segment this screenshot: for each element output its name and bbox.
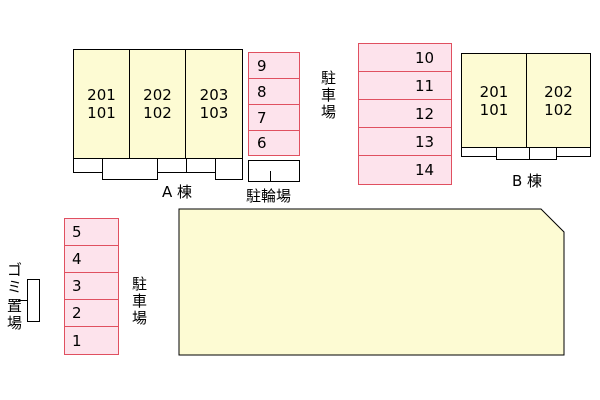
garbage-label: ゴ ミ 置 場: [6, 262, 23, 332]
building-b-unit-1[interactable]: 201 101: [461, 53, 527, 148]
building-b-entrance-4: [556, 147, 591, 157]
unit-lower-number: 102: [544, 100, 573, 119]
building-a-entrance-5: [215, 158, 243, 180]
unit-upper-number: 203: [199, 86, 229, 104]
parking-slot-11[interactable]: 11: [359, 72, 451, 100]
unit-lower-number: 101: [87, 104, 116, 122]
parking-slot-8[interactable]: 8: [249, 79, 299, 105]
parking-slot-14[interactable]: 14: [359, 156, 451, 184]
slot-number: 5: [72, 223, 82, 241]
label-char: 駐: [131, 275, 147, 293]
slot-number: 13: [415, 132, 435, 151]
parking-small-label: 駐 車 場: [320, 70, 337, 121]
parking-slot-9[interactable]: 9: [249, 53, 299, 79]
parking-slot-13[interactable]: 13: [359, 128, 451, 156]
parking-left-label: 駐 車 場: [131, 276, 148, 327]
slot-number: 3: [72, 277, 82, 295]
bicycle-parking-label: 駐輪場: [246, 187, 292, 205]
slot-number: 4: [72, 250, 82, 268]
parking-slot-3[interactable]: 3: [65, 273, 118, 300]
unit-upper-number: 201: [479, 82, 509, 101]
parking-slot-10[interactable]: 10: [359, 44, 451, 72]
parking-slot-6[interactable]: 6: [249, 131, 299, 155]
unit-upper-number: 202: [544, 82, 573, 101]
label-char: 場: [6, 314, 22, 332]
slot-number: 10: [415, 48, 435, 67]
parking-slot-1[interactable]: 1: [65, 327, 118, 354]
label-char: ミ: [6, 278, 22, 296]
slot-number: 11: [415, 76, 435, 95]
label-char: 場: [320, 103, 336, 121]
slot-number: 1: [72, 331, 82, 350]
bicycle-parking-divider: [270, 171, 271, 182]
garbage-pointer-line: [18, 300, 28, 301]
unit-lower-number: 103: [199, 104, 229, 122]
parking-small: 9 8 7 6: [248, 52, 300, 156]
parking-slot-7[interactable]: 7: [249, 105, 299, 131]
building-b-label: B 棟: [512, 172, 543, 190]
parking-middle: 10 11 12 13 14: [358, 43, 452, 185]
slot-number: 12: [415, 104, 435, 123]
unit-lower-number: 101: [479, 100, 509, 119]
building-a-unit-3[interactable]: 203 103: [185, 49, 243, 159]
label-char: 車: [131, 292, 147, 310]
label-char: 車: [320, 86, 336, 104]
central-lot: [178, 208, 565, 356]
label-char: ゴ: [6, 261, 22, 279]
slot-number: 8: [257, 82, 267, 101]
building-b-unit-2[interactable]: 202 102: [526, 53, 591, 148]
parking-left: 5 4 3 2 1: [64, 218, 119, 355]
unit-upper-number: 202: [143, 86, 172, 104]
unit-lower-number: 102: [143, 104, 172, 122]
bicycle-parking[interactable]: [248, 160, 300, 182]
slot-number: 9: [257, 56, 267, 75]
parking-slot-5[interactable]: 5: [65, 219, 118, 246]
slot-number: 6: [257, 134, 267, 152]
slot-number: 14: [415, 161, 435, 179]
label-char: 場: [131, 309, 147, 327]
building-b: 201 101 202 102: [461, 53, 591, 148]
parking-slot-2[interactable]: 2: [65, 300, 118, 327]
building-a-label: A 棟: [162, 183, 193, 201]
slot-number: 7: [257, 108, 267, 127]
building-a-unit-1[interactable]: 201 101: [73, 49, 130, 159]
building-a: 201 101 202 102 203 103: [73, 49, 243, 159]
parking-slot-4[interactable]: 4: [65, 246, 118, 273]
unit-upper-number: 201: [87, 86, 116, 104]
label-char: 駐: [320, 69, 336, 87]
slot-number: 2: [72, 304, 82, 322]
parking-slot-12[interactable]: 12: [359, 100, 451, 128]
label-char: 置: [6, 297, 22, 315]
